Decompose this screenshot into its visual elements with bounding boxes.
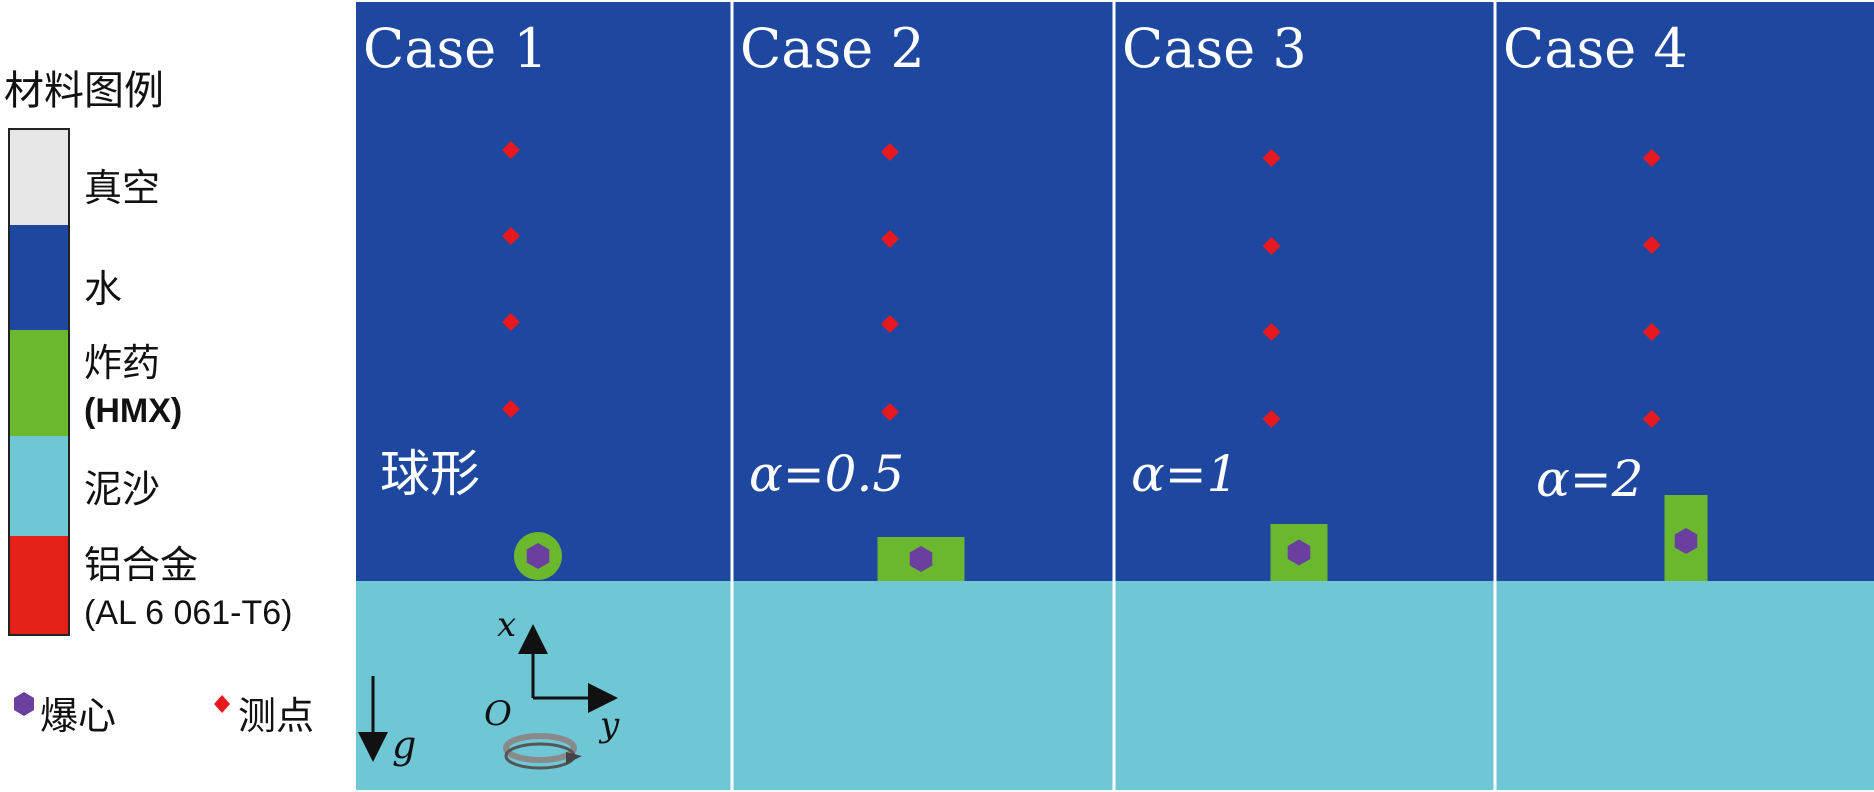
measure-point-marker (880, 403, 899, 421)
measure-point-icon (214, 695, 230, 713)
measure-point-marker (501, 313, 520, 331)
x-axis-label: x (497, 605, 516, 645)
legend-color-bar (8, 128, 70, 636)
swatch-aluminum (10, 536, 68, 634)
measure-point-label: 测点 (238, 694, 315, 738)
water-region (1496, 2, 1874, 581)
legend-label-vacuum: 真空 (84, 166, 161, 210)
water-region (733, 2, 1114, 581)
symbol-legend: 爆心 测点 (0, 680, 355, 740)
material-legend: 材料图例 真空 水 炸药 (HMX) 泥沙 铝合金 (AL 6 061-T6) (0, 0, 355, 792)
charge-shape-label: α=1 (1131, 445, 1238, 503)
case-title: Case 4 (1503, 17, 1688, 80)
measure-point-marker (501, 227, 520, 245)
charge-shape-label: α=0.5 (749, 445, 904, 503)
measure-point-marker (1642, 323, 1661, 341)
symbol-legend-shapes (14, 692, 230, 716)
coordinate-axes: x y O g (358, 605, 620, 770)
legend-sub-explosive: (HMX) (84, 392, 183, 430)
detonation-center-label: 爆心 (40, 694, 117, 738)
sediment-region (356, 581, 732, 790)
y-axis-label: y (598, 705, 620, 745)
measure-point-marker (1642, 149, 1661, 167)
measure-point-marker (501, 400, 520, 418)
charge-shape-label: α=2 (1536, 450, 1643, 508)
measure-point-marker (1262, 410, 1281, 428)
swatch-water (10, 225, 68, 330)
legend-label-aluminum: 铝合金 (84, 543, 199, 587)
detonation-center-icon (1287, 539, 1311, 566)
legend-label-water: 水 (84, 267, 123, 311)
detonation-center-icon (14, 692, 34, 716)
water-region (1115, 2, 1495, 581)
case-title: Case 1 (363, 17, 548, 80)
swatch-vacuum (10, 130, 68, 225)
legend-label-sediment: 泥沙 (84, 467, 161, 511)
measure-point-marker (1262, 323, 1281, 341)
case-title: Case 2 (740, 17, 925, 80)
case-title: Case 3 (1122, 17, 1307, 80)
legend-label-explosive: 炸药 (84, 341, 161, 385)
measure-point-marker (880, 143, 899, 161)
gravity-label: g (392, 723, 416, 767)
detonation-center-icon (526, 543, 550, 569)
measure-point-marker (880, 315, 899, 333)
measure-point-marker (1262, 237, 1281, 255)
charge-shape-label: 球形 (380, 445, 480, 503)
legend-title: 材料图例 (4, 68, 164, 114)
rotation-symbol-icon (503, 733, 582, 770)
detonation-center-icon (909, 546, 933, 572)
water-region (356, 2, 732, 581)
measure-point-marker (501, 141, 520, 159)
detonation-center-icon (1674, 528, 1698, 554)
measure-point-marker (1262, 149, 1281, 167)
sediment-region (733, 581, 1114, 790)
measure-point-marker (1642, 410, 1661, 428)
measure-point-marker (880, 230, 899, 248)
swatch-explosive (10, 330, 68, 436)
measure-point-marker (1642, 236, 1661, 254)
case-panels: Case 1 球形 Case 2 α=0.5 Case 3 α=1 Case 4 α=2 (356, 0, 1874, 792)
origin-label: O (484, 694, 512, 734)
sediment-region (1496, 581, 1874, 790)
legend-sub-aluminum: (AL 6 061-T6) (84, 594, 293, 632)
swatch-sediment (10, 436, 68, 536)
sediment-region (1115, 581, 1495, 790)
